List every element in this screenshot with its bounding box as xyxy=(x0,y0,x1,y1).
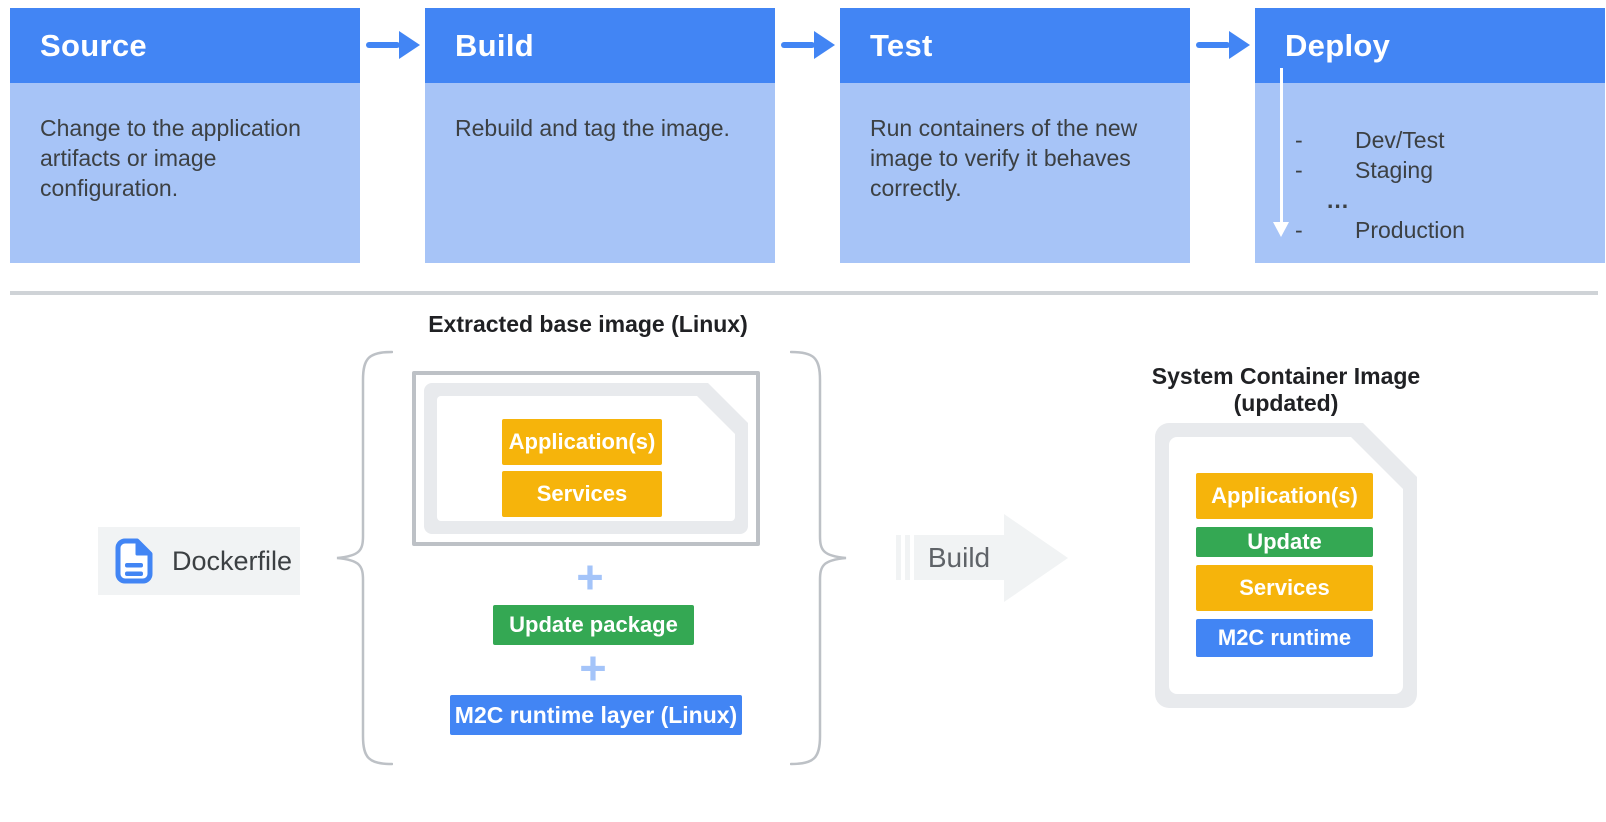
document-file-icon xyxy=(115,538,153,584)
deploy-environment-list: - Dev/Test - Staging ... - Production xyxy=(1295,125,1585,245)
arrow-test-to-deploy-icon xyxy=(1196,31,1252,59)
arrow-head xyxy=(1229,31,1250,59)
build-arrow-speed-line xyxy=(896,535,901,580)
bullet-dash: - xyxy=(1295,126,1303,153)
result-layer-update: Update xyxy=(1196,527,1373,557)
arrow-head xyxy=(399,31,420,59)
stage-build-header: Build xyxy=(425,8,775,83)
stage-test-description: Run containers of the new image to verif… xyxy=(840,83,1190,263)
deploy-item-ellipsis: ... xyxy=(1295,185,1585,215)
stage-deploy: Deploy - Dev/Test - Staging ... - Produc… xyxy=(1255,8,1605,263)
stage-build: Build Rebuild and tag the image. xyxy=(425,8,775,263)
arrow-head xyxy=(814,31,835,59)
system-container-image-title: System Container Image (updated) xyxy=(1151,363,1421,416)
stage-source: Source Change to the application artifac… xyxy=(10,8,360,263)
dockerfile-label: Dockerfile xyxy=(172,545,293,576)
arrow-bar xyxy=(781,42,815,48)
section-divider xyxy=(10,291,1598,295)
arrow-build-to-test-icon xyxy=(781,31,837,59)
deploy-down-arrow-head-icon xyxy=(1273,222,1289,237)
result-layer-m2c-runtime: M2C runtime xyxy=(1196,619,1373,657)
stage-deploy-header: Deploy xyxy=(1255,8,1605,83)
left-brace-icon xyxy=(336,350,393,766)
deploy-item-dev-test: - Dev/Test xyxy=(1295,125,1585,155)
base-layer-services: Services xyxy=(502,471,662,517)
extracted-base-image-title: Extracted base image (Linux) xyxy=(428,311,748,337)
deploy-down-arrow-icon xyxy=(1280,68,1283,224)
dockerfile-chip: Dockerfile xyxy=(98,527,300,595)
plus-icon: + xyxy=(576,550,604,603)
stage-source-header: Source xyxy=(10,8,360,83)
deploy-item-label: ... xyxy=(1327,186,1350,213)
stage-test-title: Test xyxy=(870,27,933,63)
deploy-item-production: - Production xyxy=(1295,215,1585,245)
base-layer-applications: Application(s) xyxy=(502,419,662,465)
stage-test-header: Test xyxy=(840,8,1190,83)
deploy-item-label: Staging xyxy=(1355,156,1434,183)
bullet-dash: - xyxy=(1295,216,1303,243)
stage-deploy-title: Deploy xyxy=(1285,27,1391,63)
arrow-bar xyxy=(1196,42,1230,48)
plus-icon: + xyxy=(579,641,607,694)
right-brace-icon xyxy=(790,350,847,766)
arrow-bar xyxy=(366,42,400,48)
stage-build-title: Build xyxy=(455,27,534,63)
bullet-dash: - xyxy=(1295,156,1303,183)
update-package-box: Update package xyxy=(493,605,694,645)
deploy-item-label: Dev/Test xyxy=(1355,126,1445,153)
arrow-source-to-build-icon xyxy=(366,31,422,59)
build-arrow-label: Build xyxy=(914,535,1004,580)
stage-test: Test Run containers of the new image to … xyxy=(840,8,1190,263)
stage-source-title: Source xyxy=(40,27,147,63)
stage-deploy-body xyxy=(1255,83,1605,263)
build-arrow-head-icon xyxy=(1004,514,1068,602)
stage-source-description: Change to the application artifacts or i… xyxy=(10,83,360,263)
deploy-item-staging: - Staging xyxy=(1295,155,1585,185)
build-arrow-speed-line xyxy=(905,535,910,580)
result-layer-services: Services xyxy=(1196,565,1373,611)
stage-build-description: Rebuild and tag the image. xyxy=(425,83,775,263)
deploy-item-label: Production xyxy=(1355,216,1465,243)
result-layer-applications: Application(s) xyxy=(1196,473,1373,519)
m2c-runtime-layer-box: M2C runtime layer (Linux) xyxy=(450,695,742,735)
